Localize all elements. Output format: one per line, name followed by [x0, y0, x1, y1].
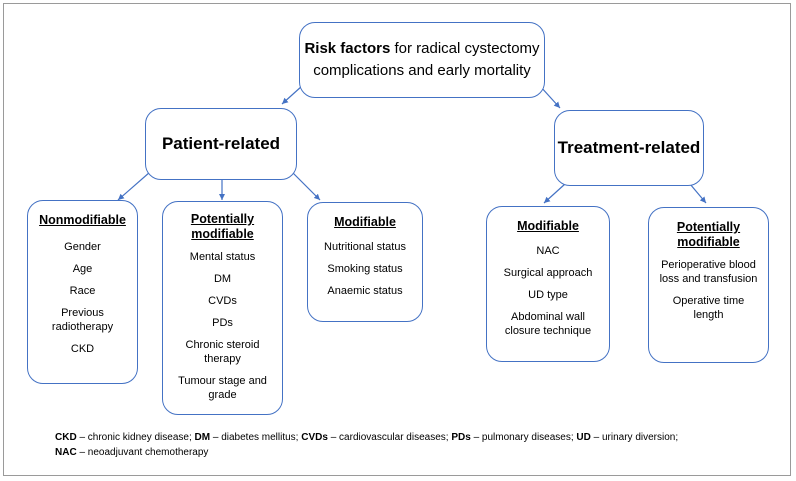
- title-bold: Risk factors: [304, 40, 391, 57]
- arrow-patient-to-nonmodifiable: [117, 171, 151, 201]
- category-title: Potentially modifiable: [676, 220, 741, 249]
- footnote-line-2: NAC – neoadjuvant chemotherapy: [55, 446, 208, 460]
- patient-related-label: Patient-related: [161, 134, 281, 153]
- list-item: Abdominal wall closure technique: [504, 311, 592, 337]
- list-item: NAC: [536, 245, 560, 257]
- list-item: Operative time length: [672, 295, 745, 321]
- category-title: Nonmodifiable: [39, 213, 126, 227]
- abbr: PDs: [451, 432, 471, 443]
- abbr: CKD: [55, 432, 77, 443]
- list-item: Tumour stage and grade: [178, 375, 267, 401]
- arrow-treatment-to-potentially: [689, 183, 707, 204]
- arrow-title-to-treatment: [539, 85, 561, 109]
- list-item: Previous radiotherapy: [51, 307, 114, 333]
- abbr-def: – neoadjuvant chemotherapy: [76, 447, 209, 458]
- abbr-def: – cardiovascular diseases;: [327, 432, 452, 443]
- list-item: Gender: [64, 241, 101, 253]
- abbr: DM: [194, 432, 211, 443]
- list-item: DM: [213, 273, 232, 285]
- footnote-line-1: CKD – chronic kidney disease; DM – diabe…: [55, 431, 678, 445]
- list-item: Smoking status: [327, 263, 403, 275]
- list-item: Surgical approach: [503, 267, 593, 279]
- abbr-def: – urinary diversion;: [590, 432, 679, 443]
- modifiable-box-patient: Modifiable Nutritional status Smoking st…: [307, 202, 423, 322]
- potentially-modifiable-box: Potentially modifiable Mental status DM …: [162, 201, 283, 415]
- list-item: Mental status: [189, 251, 256, 263]
- treatment-related-label: Treatment-related: [557, 138, 701, 157]
- list-item: PDs: [212, 317, 233, 329]
- figure-frame: [3, 3, 791, 476]
- list-item: Anaemic status: [327, 285, 403, 297]
- title-line-2: complications and early mortality: [313, 62, 531, 79]
- modifiable-box-treatment: Modifiable NAC Surgical approach UD type…: [486, 206, 610, 362]
- category-title: Modifiable: [334, 215, 396, 229]
- list-item: Chronic steroid therapy: [185, 339, 260, 365]
- arrow-treatment-to-modifiable: [543, 183, 566, 204]
- category-title: Potentially modifiable: [190, 212, 255, 241]
- list-item: UD type: [528, 289, 568, 301]
- list-item: Race: [69, 285, 96, 297]
- potentially-modifiable-box-treatment: Potentially modifiable Perioperative blo…: [648, 207, 769, 363]
- treatment-related-box: Treatment-related: [554, 110, 704, 186]
- patient-related-box: Patient-related: [145, 108, 297, 180]
- list-item: Age: [72, 263, 93, 275]
- abbr-def: – diabetes mellitus;: [210, 432, 302, 443]
- abbr-def: – chronic kidney disease;: [76, 432, 195, 443]
- abbr: CVDs: [301, 432, 328, 443]
- arrow-title-to-patient: [281, 85, 303, 105]
- list-item: CKD: [70, 343, 95, 355]
- category-title: Modifiable: [517, 219, 579, 233]
- title-box: Risk factors for radical cystectomy comp…: [299, 22, 545, 98]
- list-item: Nutritional status: [324, 241, 406, 253]
- list-item: CVDs: [208, 295, 237, 307]
- list-item: Perioperative blood loss and transfusion: [659, 259, 758, 285]
- title-rest: for radical cystectomy: [390, 40, 540, 57]
- abbr-def: – pulmonary diseases;: [470, 432, 577, 443]
- nonmodifiable-box: Nonmodifiable Gender Age Race Previous r…: [27, 200, 138, 384]
- arrow-patient-to-modifiable: [291, 171, 321, 201]
- abbr: NAC: [55, 447, 77, 458]
- title-line-1: Risk factors for radical cystectomy: [300, 38, 544, 60]
- abbr: UD: [576, 432, 591, 443]
